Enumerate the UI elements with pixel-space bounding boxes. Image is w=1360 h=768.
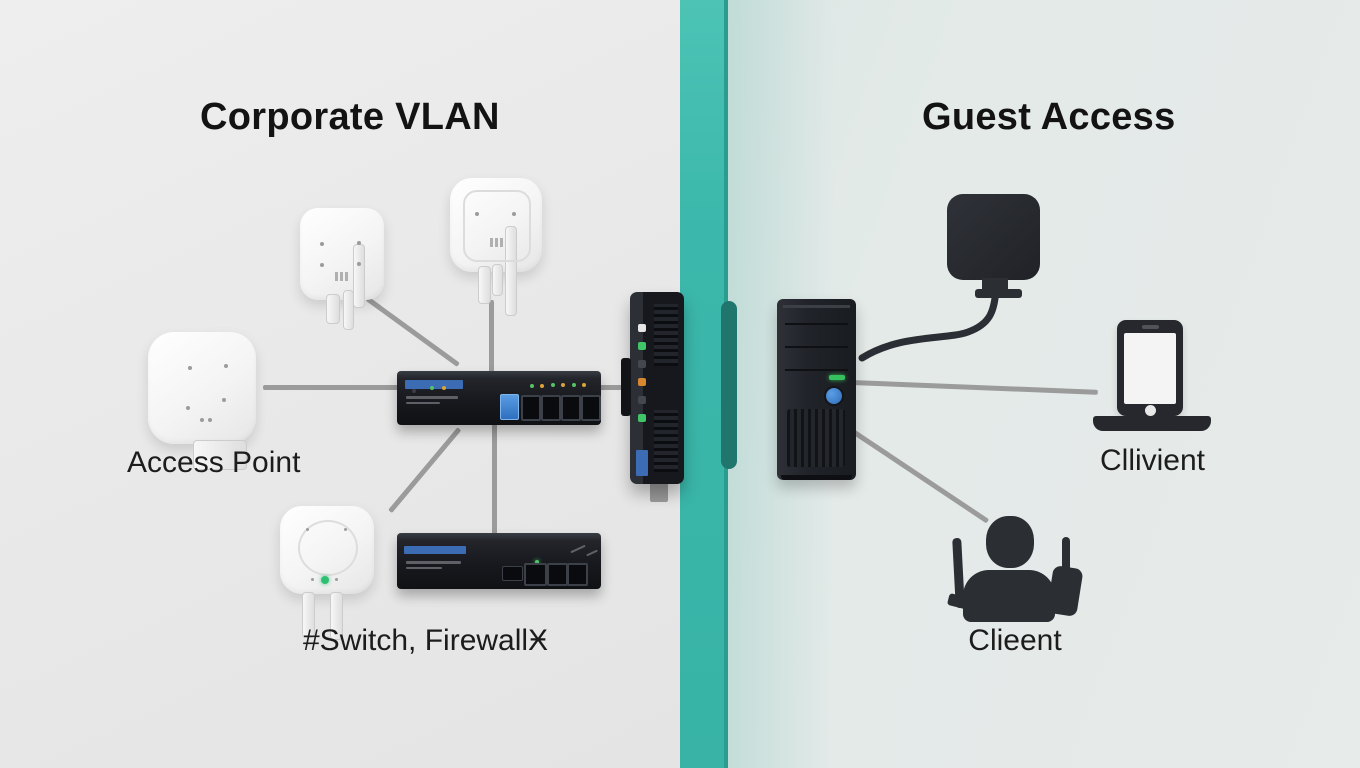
corporate-vlan-title: Corporate VLAN — [200, 96, 500, 138]
vent-grille-icon — [654, 410, 678, 472]
access-point-body — [300, 208, 384, 300]
screw-dot — [188, 366, 192, 370]
port-led-icon — [561, 383, 565, 387]
screw-dot — [224, 364, 228, 368]
person-head-icon — [986, 516, 1034, 568]
ethernet-port-icon — [524, 563, 547, 586]
status-led-icon — [638, 360, 646, 368]
mount-leg-icon — [302, 592, 315, 638]
adapter-flange — [975, 289, 1022, 298]
ethernet-port-icon — [567, 563, 588, 586]
port-led-icon — [530, 384, 534, 388]
status-led-icon — [638, 342, 646, 350]
ethernet-port-icon — [561, 395, 581, 421]
status-led-icon — [321, 576, 329, 584]
port-led-icon — [582, 383, 586, 387]
vent-grille-icon — [654, 304, 678, 366]
status-led-icon — [829, 375, 845, 380]
server-tower — [777, 299, 856, 480]
divider-mount-tab — [721, 301, 737, 469]
screw-dot — [357, 241, 361, 245]
screw-dot — [320, 242, 324, 246]
screw-dot — [200, 418, 204, 422]
access-point-body — [148, 332, 256, 444]
vent-grille-icon — [335, 272, 349, 281]
status-led-icon — [638, 324, 646, 332]
port-led-icon — [540, 384, 544, 388]
spec-text — [406, 561, 461, 564]
screw-dot — [335, 578, 338, 581]
status-led-icon — [535, 560, 539, 564]
antenna-icon — [505, 226, 517, 316]
model-label-strip — [404, 546, 466, 554]
antenna-icon — [1062, 537, 1070, 575]
vent-grille-icon — [787, 409, 845, 467]
mount-leg-icon — [330, 592, 343, 640]
mount-leg-icon — [492, 264, 503, 296]
vent-grille-icon — [490, 238, 504, 247]
mount-bracket-icon — [621, 358, 631, 416]
status-led-icon — [638, 396, 646, 404]
status-led-icon — [638, 414, 646, 422]
tablet-screen — [1124, 333, 1176, 404]
link-ap2-to-switch — [489, 300, 494, 374]
port-led-icon — [551, 383, 555, 387]
model-label-strip — [405, 380, 463, 389]
mount-base-icon — [193, 440, 247, 470]
ethernet-port-icon — [541, 395, 561, 421]
chassis-foot — [781, 475, 852, 480]
access-point-label: Access Point — [127, 446, 301, 479]
access-point-faceplate — [463, 190, 531, 262]
screw-dot — [311, 578, 314, 581]
person-body-icon — [963, 570, 1055, 622]
dock-base — [1093, 416, 1211, 431]
drive-bay-line — [785, 346, 848, 348]
uplink-port-icon — [500, 394, 519, 420]
ethernet-port-icon — [521, 395, 541, 421]
chassis-highlight — [783, 305, 850, 308]
spec-text — [406, 396, 458, 399]
screw-dot — [222, 398, 226, 402]
screw-dot — [320, 263, 324, 267]
mount-leg-icon — [326, 294, 340, 324]
power-button-icon — [824, 386, 844, 406]
screw-dot — [208, 418, 212, 422]
spec-text — [406, 567, 442, 569]
client-label-top: Cllivient — [1099, 444, 1206, 477]
screw-dot — [306, 528, 309, 531]
gateway-mount-stub — [650, 482, 668, 502]
home-button-icon — [1145, 405, 1156, 416]
screw-dot — [475, 212, 479, 216]
drive-bay-line — [785, 369, 848, 371]
spec-text — [406, 402, 440, 404]
status-led-icon — [638, 378, 646, 386]
model-label-strip — [636, 450, 648, 476]
mount-leg-icon — [343, 290, 354, 330]
screw-dot — [357, 262, 361, 266]
client-label-bottom: Clieent — [968, 624, 1062, 657]
mount-leg-icon — [478, 266, 491, 304]
security-gateway-wall-mounted — [621, 292, 684, 484]
screw-dot — [186, 406, 190, 410]
port-led-icon — [572, 383, 576, 387]
screw-dot — [344, 528, 347, 531]
adapter-body — [947, 194, 1040, 280]
port-led-icon — [430, 386, 434, 390]
power-led-icon — [412, 389, 416, 393]
ethernet-port-icon — [581, 395, 601, 421]
access-point-faceplate — [298, 520, 358, 576]
link-switch-to-firewall — [492, 424, 497, 536]
guest-access-title: Guest Access — [922, 96, 1176, 138]
sfp-port-icon — [502, 566, 523, 581]
ethernet-port-icon — [547, 563, 568, 586]
screw-dot — [512, 212, 516, 216]
port-led-icon — [442, 386, 446, 390]
switch-firewall-label: #Switch, FirewallӾ — [303, 624, 549, 657]
drive-bay-line — [785, 323, 848, 325]
antenna-icon — [353, 244, 365, 308]
speaker-slit-icon — [1142, 325, 1159, 329]
